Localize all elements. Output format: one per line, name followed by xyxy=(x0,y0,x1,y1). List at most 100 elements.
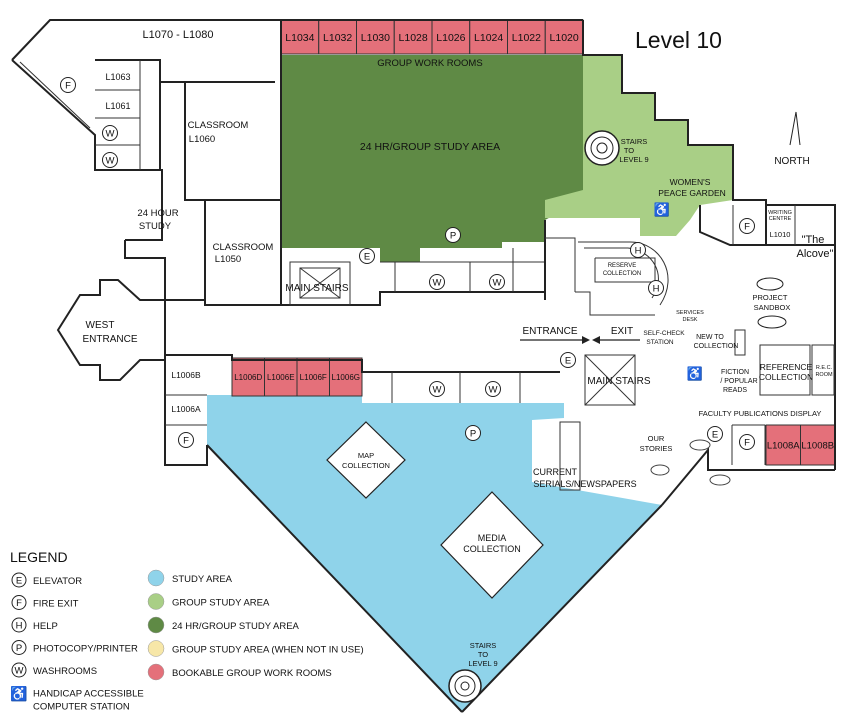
label-selfcheck-b: STATION xyxy=(646,339,674,346)
label-fiction-a: FICTION xyxy=(721,369,749,376)
room-label: L1006G xyxy=(332,373,360,382)
label-media-b: COLLECTION xyxy=(463,544,521,554)
label-stairs9-top-b: TO xyxy=(624,146,634,155)
map-collection-diamond xyxy=(326,421,406,499)
label-l1061: L1061 xyxy=(105,101,130,111)
bookable-room-l1022 xyxy=(507,19,546,55)
label-media-a: MEDIA xyxy=(478,533,507,543)
legend-accessible-label-b: COMPUTER STATION xyxy=(33,702,130,713)
room-label: L1032 xyxy=(323,32,352,44)
map-title: Level 10 xyxy=(635,27,722,53)
bookable-room-l1032 xyxy=(318,19,357,55)
legend-color-swatch xyxy=(147,640,165,657)
room-label: L1024 xyxy=(474,32,503,44)
label-main-stairs-right: MAIN STAIRS xyxy=(587,376,650,387)
project-sandbox-icon xyxy=(756,277,787,329)
legend-symbol-label: PHOTOCOPY/PRINTER xyxy=(33,644,138,655)
legend-color-swatch xyxy=(147,616,165,634)
legend-color-label: BOOKABLE GROUP WORK ROOMS xyxy=(172,668,332,679)
label-west-entrance-a: WEST xyxy=(86,320,115,331)
label-map-b: COLLECTION xyxy=(342,461,390,470)
accessible-station-icon: ♿ xyxy=(687,366,703,381)
label-hr24-area: 24 HR/GROUP STUDY AREA xyxy=(360,141,500,153)
label-womens-b: PEACE GARDEN xyxy=(658,188,726,198)
legend-symbol-letter: F xyxy=(16,598,22,609)
label-our-b: STORIES xyxy=(640,444,673,453)
label-faculty: FACULTY PUBLICATIONS DISPLAY xyxy=(699,409,822,418)
fire-exit-symbol-letter: F xyxy=(744,222,750,233)
label-project-b: SANDBOX xyxy=(754,303,791,312)
legend-color-label: GROUP STUDY AREA (WHEN NOT IN USE) xyxy=(172,645,364,656)
label-rec-a: R.E.C. xyxy=(816,365,833,371)
fire-exit-symbol-letter: F xyxy=(65,81,71,92)
label-classroom-l1050-b: L1050 xyxy=(215,254,241,265)
label-reference-b: COLLECTION xyxy=(759,372,813,382)
washroom-symbol-letter: W xyxy=(489,385,498,396)
help-symbol-letter: H xyxy=(635,246,642,257)
fire-exit-symbol-icon xyxy=(739,434,755,450)
label-stairs9-bot-a: STAIRS xyxy=(470,641,497,650)
room-label: L1008A xyxy=(767,441,800,452)
washroom-symbol-icon xyxy=(489,274,505,290)
label-north: NORTH xyxy=(774,156,809,167)
bookable-room-l1006d xyxy=(231,357,265,397)
room-label: L1022 xyxy=(512,32,541,44)
fire-exit-symbol-letter: F xyxy=(183,436,189,447)
bookable-room-l1020 xyxy=(544,19,584,55)
legend-symbol-label: HELP xyxy=(33,621,58,632)
fire-exit-symbol-icon xyxy=(60,77,76,93)
room-label: L1008B xyxy=(801,441,834,452)
bookable-room-l1006g xyxy=(329,357,363,397)
label-exit: EXIT xyxy=(611,326,633,337)
legend-symbol-icon xyxy=(11,595,27,610)
label-stairs9-bot-c: LEVEL 9 xyxy=(468,659,497,668)
legend-symbol-label: ELEVATOR xyxy=(33,576,82,587)
washroom-symbol-icon xyxy=(102,152,118,168)
help-symbol-icon xyxy=(648,280,664,296)
legend-symbol-letter: H xyxy=(16,621,23,632)
washroom-symbol-icon xyxy=(102,125,118,141)
help-symbol-letter: H xyxy=(653,284,660,295)
label-alcove-a: "The xyxy=(802,234,825,246)
label-stairs9-bot-b: TO xyxy=(478,650,488,659)
fire-exit-symbol-letter: F xyxy=(744,438,750,449)
label-fiction-c: READS xyxy=(723,387,747,394)
our-stories-icon xyxy=(650,439,731,486)
legend-symbol-label: FIRE EXIT xyxy=(33,599,79,610)
legend-color-label: STUDY AREA xyxy=(172,574,233,585)
bookable-room-l1006f xyxy=(296,357,330,397)
washroom-symbol-icon xyxy=(485,381,501,397)
label-study24-b: STUDY xyxy=(139,221,172,232)
hr24-study-area-region xyxy=(281,55,583,262)
bookable-room-l1008a xyxy=(765,424,801,466)
label-classroom-l1060-a: CLASSROOM xyxy=(188,120,249,131)
label-our-a: OUR xyxy=(648,434,665,443)
room-label: L1028 xyxy=(399,32,428,44)
elevator-symbol-icon xyxy=(560,352,576,368)
spiral-stairs-top-icon xyxy=(584,130,620,166)
label-entrance: ENTRANCE xyxy=(522,326,577,337)
label-fiction-b: / POPULAR xyxy=(720,378,757,385)
washroom-symbol-letter: W xyxy=(493,278,502,289)
label-l1006a: L1006A xyxy=(171,404,201,414)
label-serials-a: CURRENT xyxy=(533,467,578,477)
media-collection-diamond xyxy=(440,491,544,599)
label-writing-a: WRITING xyxy=(768,210,792,216)
label-l1063: L1063 xyxy=(105,72,130,82)
legend-symbol-letter: E xyxy=(16,576,22,587)
label-selfcheck-a: SELF-CHECK xyxy=(643,330,685,337)
washroom-symbol-letter: W xyxy=(433,385,442,396)
label-serials-b: SERIALS/NEWSPAPERS xyxy=(533,479,636,489)
washroom-symbol-icon xyxy=(429,381,445,397)
label-stairs9-top-a: STAIRS xyxy=(621,137,648,146)
room-label: L1006E xyxy=(267,373,295,382)
legend-color-swatch xyxy=(147,569,165,587)
photocopy-symbol-letter: P xyxy=(450,231,456,242)
room-label: L1026 xyxy=(436,32,465,44)
washroom-symbol-icon xyxy=(429,274,445,290)
